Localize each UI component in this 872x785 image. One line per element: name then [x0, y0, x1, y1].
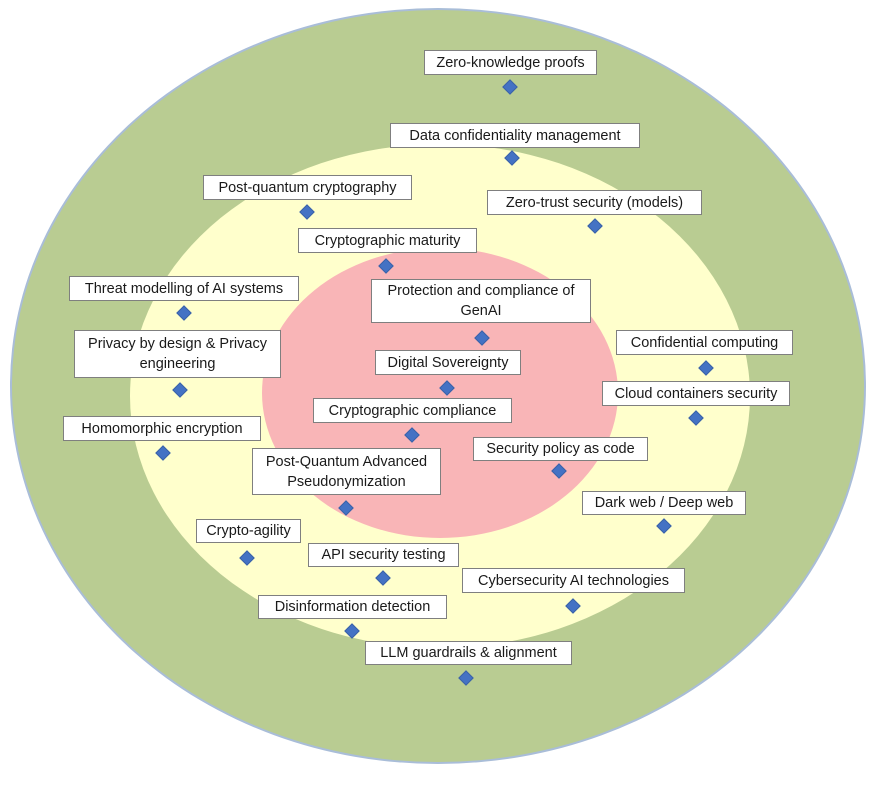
- cryptographic-maturity-label: Cryptographic maturity: [298, 228, 477, 253]
- digital-sovereignty-label-text: Digital Sovereignty: [387, 354, 509, 371]
- pq-advanced-pseudonymization-label-text: Post-Quantum Advanced Pseudonymization: [265, 453, 428, 490]
- post-quantum-cryptography-label-text: Post-quantum cryptography: [218, 179, 397, 196]
- confidential-computing-label-text: Confidential computing: [630, 334, 779, 351]
- protection-compliance-genai-label: Protection and compliance of GenAI: [371, 279, 591, 323]
- api-security-testing-label: API security testing: [308, 543, 459, 567]
- api-security-testing-label-text: API security testing: [321, 547, 446, 563]
- disinformation-detection-label-text: Disinformation detection: [274, 599, 431, 615]
- cloud-containers-security-label: Cloud containers security: [602, 381, 790, 406]
- pq-advanced-pseudonymization-label: Post-Quantum Advanced Pseudonymization: [252, 448, 441, 495]
- disinformation-detection-label: Disinformation detection: [258, 595, 447, 619]
- zero-trust-security-models-label: Zero-trust security (models): [487, 190, 702, 215]
- cloud-containers-security-label-text: Cloud containers security: [614, 385, 778, 402]
- homomorphic-encryption-label: Homomorphic encryption: [63, 416, 261, 441]
- digital-sovereignty-label: Digital Sovereignty: [375, 350, 521, 375]
- crypto-agility-label-text: Crypto-agility: [206, 523, 291, 539]
- cybersecurity-ai-tech-label: Cybersecurity AI technologies: [462, 568, 685, 593]
- llm-guardrails-alignment-label-text: LLM guardrails & alignment: [380, 645, 557, 661]
- cybersecurity-ai-tech-label-text: Cybersecurity AI technologies: [477, 572, 669, 589]
- protection-compliance-genai-label-text: Protection and compliance of GenAI: [387, 283, 575, 319]
- dark-web-deep-web-label-text: Dark web / Deep web: [594, 495, 734, 511]
- privacy-by-design-label-text: Privacy by design & Privacy engineering: [88, 336, 267, 372]
- security-policy-as-code-label: Security policy as code: [473, 437, 648, 461]
- crypto-agility-label: Crypto-agility: [196, 519, 301, 543]
- zero-knowledge-proofs-label: Zero-knowledge proofs: [424, 50, 597, 75]
- dark-web-deep-web-label: Dark web / Deep web: [582, 491, 746, 515]
- cryptographic-compliance-label-text: Cryptographic compliance: [328, 402, 497, 419]
- threat-modelling-ai-systems-label-text: Threat modelling of AI systems: [84, 280, 284, 297]
- data-confidentiality-mgmt-label: Data confidentiality management: [390, 123, 640, 148]
- zero-knowledge-proofs-label-text: Zero-knowledge proofs: [436, 54, 585, 71]
- threat-modelling-ai-systems-label: Threat modelling of AI systems: [69, 276, 299, 301]
- data-confidentiality-mgmt-label-text: Data confidentiality management: [409, 127, 621, 144]
- cryptographic-maturity-label-text: Cryptographic maturity: [314, 232, 461, 249]
- cryptographic-compliance-label: Cryptographic compliance: [313, 398, 512, 423]
- post-quantum-cryptography-label: Post-quantum cryptography: [203, 175, 412, 200]
- confidential-computing-label: Confidential computing: [616, 330, 793, 355]
- security-policy-as-code-label-text: Security policy as code: [486, 441, 635, 457]
- homomorphic-encryption-label-text: Homomorphic encryption: [81, 420, 243, 437]
- privacy-by-design-label: Privacy by design & Privacy engineering: [74, 330, 281, 378]
- llm-guardrails-alignment-label: LLM guardrails & alignment: [365, 641, 572, 665]
- zero-trust-security-models-label-text: Zero-trust security (models): [505, 194, 684, 211]
